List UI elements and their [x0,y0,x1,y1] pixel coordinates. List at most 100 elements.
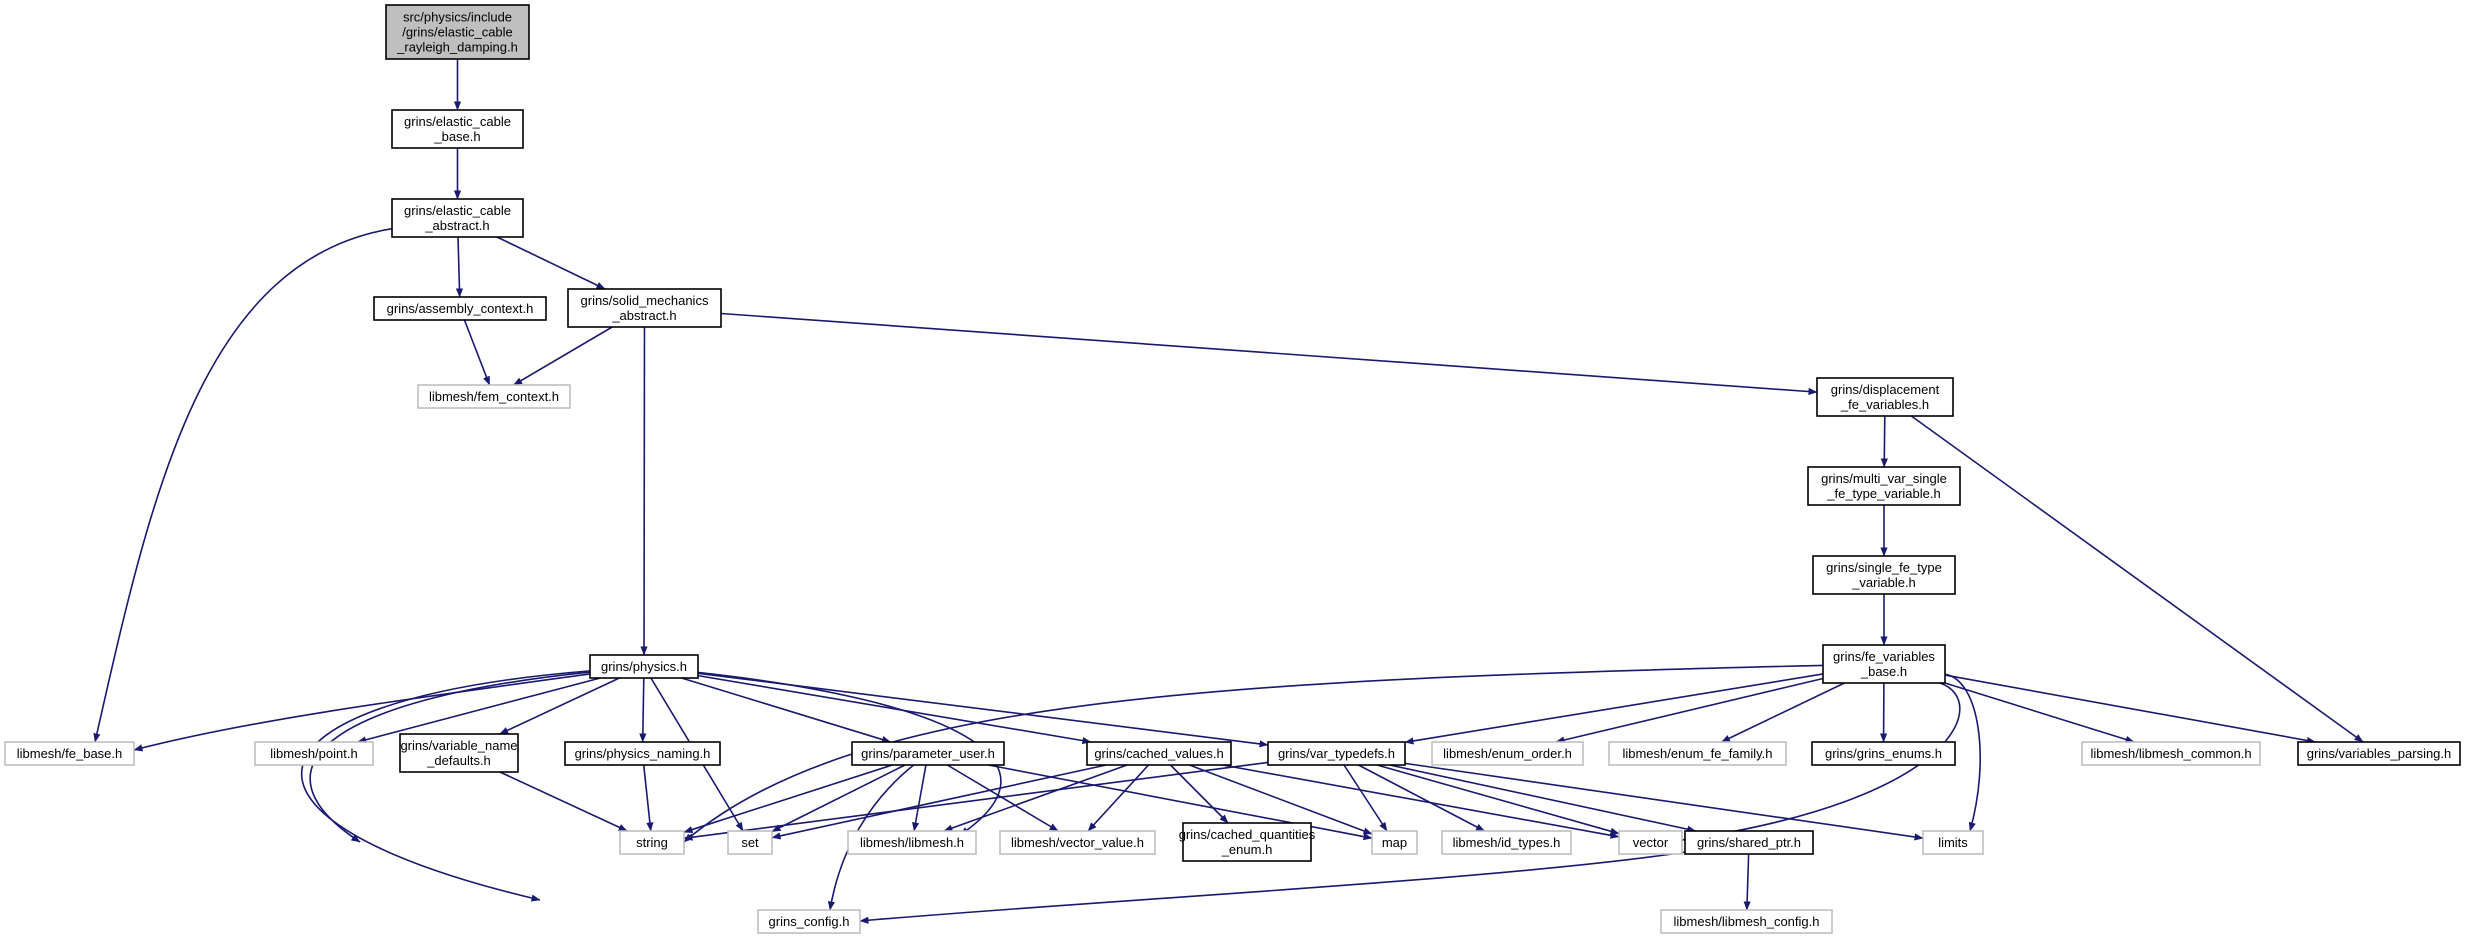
node-ecb[interactable]: grins/elastic_cable_base.h [391,109,524,149]
edge-line [639,677,647,743]
node-box [999,830,1156,855]
node-febase: libmesh/fe_base.h [4,741,135,766]
edge-cval-to-vector [1222,764,1620,839]
node-box [619,830,685,855]
edge-puser-to-vecval [946,764,1059,832]
node-label: libmesh/point.h [270,746,357,761]
edge-line [943,764,1128,832]
node-label: _variable.h [1851,575,1916,590]
node-box [1441,830,1572,855]
node-box [254,741,374,766]
node-phys[interactable]: grins/physics.h [589,654,699,679]
node-label: libmesh/enum_order.h [1443,746,1572,761]
node-label: grins/parameter_user.h [861,746,995,761]
edge-vtd-to-map [1343,764,1388,832]
edge-cval-to-set [771,764,1107,840]
node-vtd[interactable]: grins/var_typedefs.h [1267,741,1406,766]
node-femctx: libmesh/fem_context.h [417,384,571,409]
node-fevb[interactable]: grins/fe_variables_base.h [1822,644,1946,684]
node-box [1086,741,1232,766]
node-label: libmesh/libmesh_common.h [2090,746,2251,761]
edge-vnd-to-string [499,771,628,832]
node-vector: vector [1618,830,1683,855]
node-eord: libmesh/enum_order.h [1431,741,1584,766]
node-label: _abstract.h [424,218,489,233]
edge-vtd-to-idt [1358,764,1485,832]
node-label: grins/cached_values.h [1094,746,1223,761]
node-label: grins/shared_ptr.h [1697,835,1801,850]
edge-line [771,764,1107,840]
node-label: _fe_type_variable.h [1826,486,1940,501]
edge-line [1944,674,2316,745]
edge-line [859,851,1686,924]
node-label: libmesh/enum_fe_family.h [1622,746,1772,761]
edge-phys-to-vnd [499,677,620,735]
edge-line [912,764,927,832]
node-root[interactable]: src/physics/include/grins/elastic_cable_… [385,4,530,60]
edge-line [133,673,591,752]
edge-line [1358,764,1485,832]
edge-line [827,764,915,911]
node-label: grins/grins_enums.h [1825,746,1942,761]
node-box [727,830,773,855]
node-label: libmesh/libmesh_config.h [1674,914,1820,929]
node-sfe[interactable]: grins/single_fe_type_variable.h [1812,555,1956,595]
node-label: set [741,835,759,850]
edge-line [946,764,1059,832]
edge-eca-to-sma [496,236,606,290]
edge-puser-to-set [771,764,906,833]
edge-line [463,319,491,386]
node-label: libmesh/fem_context.h [429,389,559,404]
node-label: src/physics/include [403,10,512,25]
node-eca[interactable]: grins/elastic_cable_abstract.h [391,198,524,238]
node-box [564,741,721,766]
node-label: grins/variable_name [400,738,517,753]
node-vnd[interactable]: grins/variable_name_defaults.h [399,733,519,773]
node-label: libmesh/id_types.h [1453,835,1561,850]
node-label: libmesh/vector_value.h [1011,835,1144,850]
edge-cval-to-vecval [1087,764,1150,832]
node-cval[interactable]: grins/cached_values.h [1086,741,1232,766]
node-genum[interactable]: grins/grins_enums.h [1811,741,1956,766]
node-pnam[interactable]: grins/physics_naming.h [564,741,721,766]
node-box [851,741,1005,766]
node-mvs[interactable]: grins/multi_var_single_fe_type_variable.… [1807,466,1961,506]
node-set: set [727,830,773,855]
node-label: grins/var_typedefs.h [1278,746,1395,761]
edge-line [93,227,393,743]
edge-phys-to-pnam [639,677,647,743]
node-cqe[interactable]: grins/cached_quantities_enum.h [1179,822,1316,862]
node-puser[interactable]: grins/parameter_user.h [851,741,1005,766]
edge-phys-to-string [309,671,591,843]
node-sma[interactable]: grins/solid_mechanics_abstract.h [567,288,722,328]
node-box [567,288,722,328]
edge-line [683,761,1269,841]
edge-line [1376,764,1620,835]
node-box [1660,909,1833,934]
node-label: grins/physics_naming.h [575,746,711,761]
node-asm[interactable]: grins/assembly_context.h [373,296,547,321]
edge-fevb-to-efam [1721,682,1845,743]
node-box [399,733,519,773]
node-label: grins/physics.h [601,659,687,674]
node-disp[interactable]: grins/displacement_fe_variables.h [1816,377,1954,417]
edge-line [1555,677,1824,744]
edge-line [1880,415,1888,468]
node-string: string [619,830,685,855]
edge-line [683,664,1824,843]
node-sptr[interactable]: grins/shared_ptr.h [1684,830,1814,855]
node-point: libmesh/point.h [254,741,374,766]
edge-phys-to-point [357,677,601,744]
node-box [391,109,524,149]
node-label: grins/solid_mechanics [581,293,709,308]
edge-line [681,677,891,743]
edge-vtd-to-string [683,761,1269,841]
node-label: vector [1633,835,1669,850]
edge-disp-to-mvs [1880,415,1888,468]
node-label: grins/elastic_cable [404,203,511,218]
edge-fevb-to-limits [1944,673,1981,832]
edge-fevb-to-vtd [1404,673,1824,745]
node-label: _defaults.h [426,753,491,768]
node-vparse[interactable]: grins/variables_parsing.h [2297,741,2461,766]
